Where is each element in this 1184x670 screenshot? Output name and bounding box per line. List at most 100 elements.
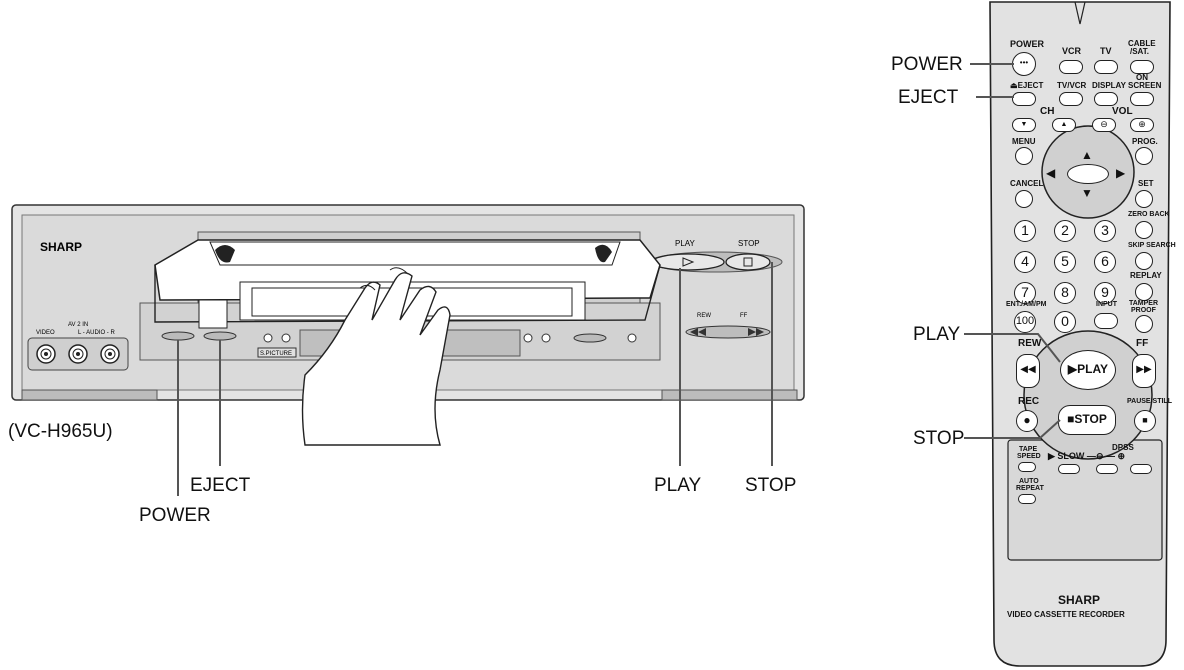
vcr-s-picture-label: S.PICTURE [260,351,292,357]
remote-label-vol: VOL [1112,106,1133,117]
remote-label-cancel: CANCEL [1010,179,1044,188]
remote-digit-1[interactable]: 1 [1014,220,1036,242]
remote-label-menu: MENU [1012,137,1036,146]
remote-label-ch: CH [1040,106,1055,117]
remote-vol-up-button[interactable]: ⊕ [1130,118,1154,132]
remote-down-arrow-icon[interactable]: ▼ [1081,186,1093,200]
remote-callout-lines [964,63,1061,439]
remote-label-zero-back: ZERO BACK [1128,211,1170,218]
remote-label-display: DISPLAY [1092,81,1126,90]
remote-subtitle: VIDEO CASSETTE RECORDER [1007,610,1125,619]
remote-play-text: PLAY [1077,362,1109,376]
vcr-small-buttons [161,331,637,343]
remote-up-arrow-icon[interactable]: ▲ [1081,148,1093,162]
remote-label-eject: ⏏EJECT [1010,81,1044,90]
vcr-audio-label: L - AUDIO - R [78,330,115,336]
remote-eject-button[interactable] [1012,92,1036,106]
remote-label-pause: PAUSE/STILL [1127,398,1172,405]
remote-pause-button[interactable]: ■ [1134,410,1156,432]
remote-label-tamper: TAMPER [1129,300,1159,307]
av-jack-video[interactable] [36,344,56,364]
remote-callout-stop: STOP [913,428,965,449]
remote-ch-down-button[interactable]: ▼ [1012,118,1036,132]
av-jack-audio-l[interactable] [68,344,88,364]
remote-digit-6[interactable]: 6 [1094,251,1116,273]
remote-prog-button[interactable] [1135,147,1153,165]
remote-digit-9[interactable]: 9 [1094,282,1116,304]
remote-replay-button[interactable] [1135,283,1153,301]
remote-center-button[interactable] [1067,164,1109,184]
remote-left-arrow-icon[interactable]: ◀ [1046,166,1056,180]
remote-label-speed: SPEED [1017,453,1041,460]
vcr-ff-label: FF [740,313,748,319]
remote-ch-up-button[interactable]: ▲ [1052,118,1076,132]
remote-cable-sat-button[interactable] [1130,60,1154,74]
remote-digit-3[interactable]: 3 [1094,220,1116,242]
remote-label-repeat: REPEAT [1016,485,1044,492]
remote-digit-4[interactable]: 4 [1014,251,1036,273]
remote-label-vcr: VCR [1062,46,1082,56]
remote-label-set: SET [1138,179,1154,188]
remote-label-on: ON [1136,73,1148,82]
vcr-play-label: PLAY [675,239,696,248]
remote-rec-button[interactable]: ● [1016,410,1038,432]
remote-label-ent: ENT./AM/PM [1006,301,1047,308]
remote-label-rec: REC [1018,396,1040,407]
remote-vcr-button[interactable] [1059,60,1083,74]
remote-label-rew: REW [1018,338,1042,349]
remote-display-button[interactable] [1094,92,1118,106]
vcr-model-label: (VC-H965U) [8,421,113,442]
remote-tape-speed-button[interactable] [1018,462,1036,472]
remote-ff-button[interactable]: ▶▶ [1132,354,1156,388]
remote-tamper-proof-button[interactable] [1135,315,1153,333]
remote-label-tape: TAPE [1019,446,1038,453]
remote-label-dpss-minus-plus: ⊖ — ⊕ [1096,451,1126,461]
remote-play-button[interactable]: ▶PLAY [1060,350,1116,390]
remote-label-auto: AUTO [1019,478,1039,485]
remote-digit-8[interactable]: 8 [1054,282,1076,304]
remote-tv-vcr-button[interactable] [1059,92,1083,106]
remote-label-tv: TV [1100,46,1112,56]
remote-digit-2[interactable]: 2 [1054,220,1076,242]
remote-label-tv-vcr: TV/VCR [1057,81,1087,90]
remote-label-proof: PROOF [1131,307,1156,314]
vcr-rew-ff-button[interactable] [685,325,771,339]
remote-zero-back-button[interactable] [1135,221,1153,239]
remote-slow-button[interactable] [1058,464,1080,474]
remote-callout-eject: EJECT [898,87,959,108]
vcr-video-label: VIDEO [36,330,55,336]
remote-menu-button[interactable] [1015,147,1033,165]
remote-right-arrow-icon[interactable]: ▶ [1116,166,1126,180]
remote-skip-search-button[interactable] [1135,252,1153,270]
remote-stop-button[interactable]: ■STOP [1058,405,1116,435]
remote-auto-repeat-button[interactable] [1018,494,1036,504]
remote-cancel-button[interactable] [1015,190,1033,208]
remote-label-prog: PROG. [1132,137,1158,146]
hand-inserting-cassette [301,267,451,446]
vcr-brand: SHARP [40,240,82,254]
remote-digit-100[interactable]: 100 [1014,311,1036,333]
remote-label-slow: ▶ SLOW — [1048,451,1096,461]
vcr-stop-button[interactable] [725,253,771,271]
remote-dpss-minus-button[interactable] [1096,464,1118,474]
remote-label-power: POWER [1010,39,1045,49]
remote-digit-0[interactable]: 0 [1054,311,1076,333]
remote-set-button[interactable] [1135,190,1153,208]
remote-tv-button[interactable] [1094,60,1118,74]
remote-digit-7[interactable]: 7 [1014,282,1036,304]
vcr-callout-stop: STOP [745,475,797,496]
av-jack-audio-r[interactable] [100,344,120,364]
vcr-callout-play: PLAY [654,475,702,496]
vcr-rew-label: REW [697,313,711,319]
remote-on-screen-button[interactable] [1130,92,1154,106]
remote-vol-down-button[interactable]: ⊖ [1092,118,1116,132]
remote-callout-power: POWER [891,54,963,75]
remote-label-replay: REPLAY [1130,271,1162,280]
remote-digit-5[interactable]: 5 [1054,251,1076,273]
remote-input-button[interactable] [1094,313,1118,329]
remote-dpss-plus-button[interactable] [1130,464,1152,474]
remote-label-sat: /SAT. [1130,47,1149,56]
remote-rew-button[interactable]: ◀◀ [1016,354,1040,388]
vcr-play-button[interactable] [651,253,725,271]
